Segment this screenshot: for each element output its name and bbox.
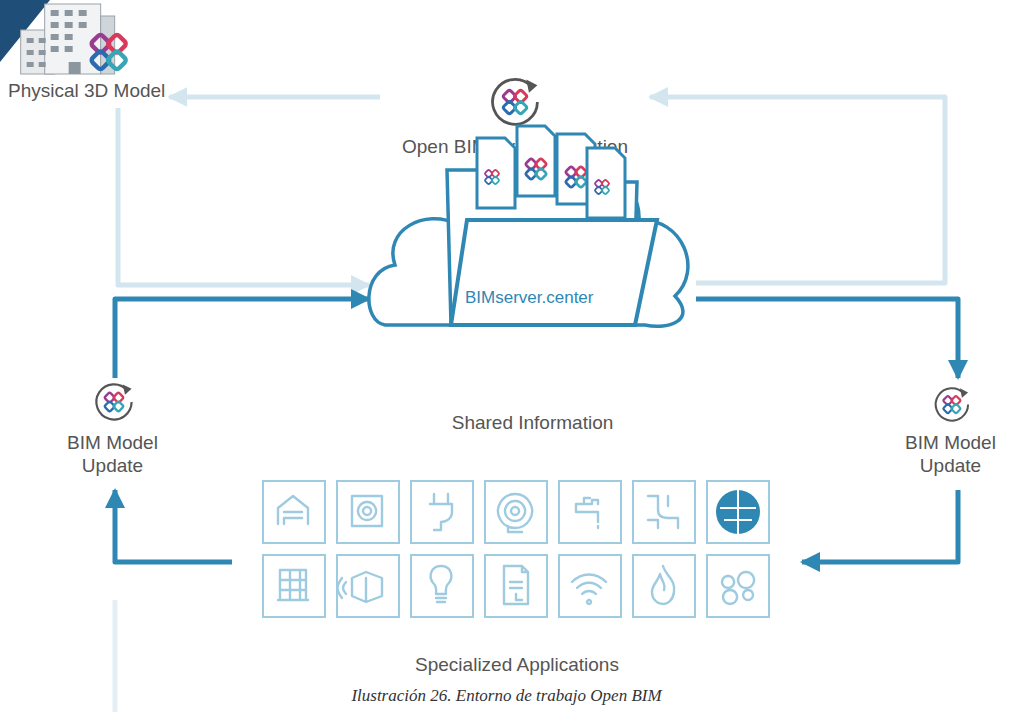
node-illustration <box>365 120 700 342</box>
node-label: Specialized Applications <box>232 654 802 677</box>
flow-arrow <box>115 299 369 378</box>
node-label: Shared Information <box>365 412 700 435</box>
flow-arrow <box>650 97 945 283</box>
caption: Ilustración 26. Entorno de trabajo Open … <box>0 686 1013 706</box>
node-label: Physical 3D Model <box>4 80 169 103</box>
decor-line <box>113 600 118 712</box>
cloud-node: BIMserver.centerShared Information <box>365 120 700 342</box>
flow-arrow <box>696 299 958 378</box>
apps-panel: Specialized Applications <box>232 478 802 688</box>
flow-arrow <box>115 490 232 562</box>
model-icon: Physical 3D Model <box>4 0 169 108</box>
flow-arrow <box>169 95 380 100</box>
node-label: BIM Model Update <box>58 432 168 478</box>
flow-arrow <box>118 108 369 285</box>
update-node: BIM Model Update <box>50 378 175 490</box>
caption-text: Ilustración 26. Entorno de trabajo Open … <box>351 686 661 705</box>
node-label: BIM Model Update <box>896 432 1006 478</box>
flow-arrow <box>802 490 958 562</box>
node-label: BIMserver.center <box>465 288 594 308</box>
update-node: BIM Model Update <box>893 378 1008 490</box>
